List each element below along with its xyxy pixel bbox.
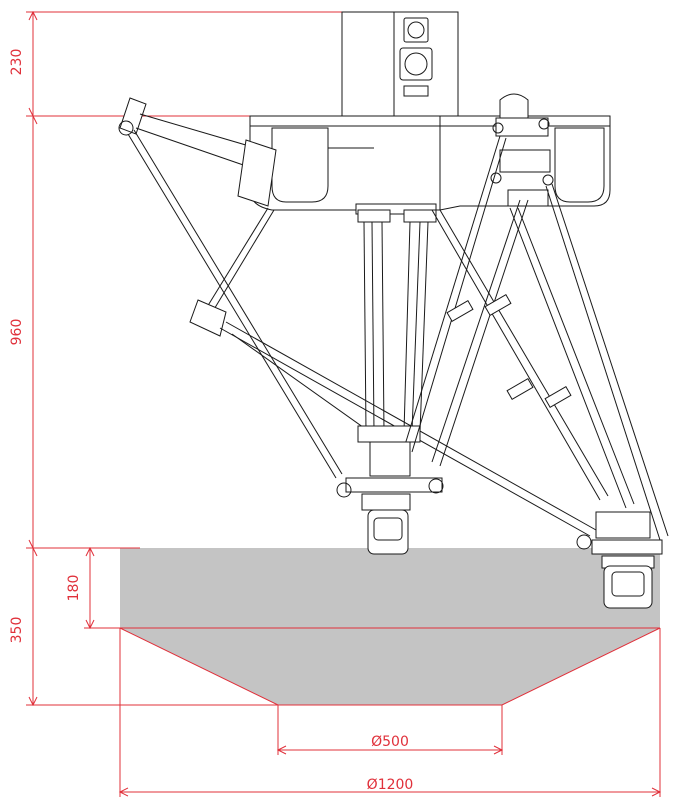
motor-tower xyxy=(341,11,459,117)
center-end-effector xyxy=(336,441,444,555)
dim-label-960: 960 xyxy=(9,319,25,346)
left-dimension-lines xyxy=(26,10,342,707)
base-plate xyxy=(249,115,611,215)
right-end-effector xyxy=(576,511,663,609)
dim-label-350: 350 xyxy=(9,617,25,644)
dim-label-d1200: Ø1200 xyxy=(367,777,414,793)
dim-label-180: 180 xyxy=(66,575,82,602)
right-arm-assembly xyxy=(403,93,669,541)
center-rods xyxy=(357,209,437,443)
left-upper-arm xyxy=(118,97,277,207)
dim-label-d500: Ø500 xyxy=(371,734,409,750)
workspace-region xyxy=(120,548,660,705)
dim-label-230: 230 xyxy=(9,49,25,76)
bottom-dimension-lines xyxy=(118,628,662,797)
